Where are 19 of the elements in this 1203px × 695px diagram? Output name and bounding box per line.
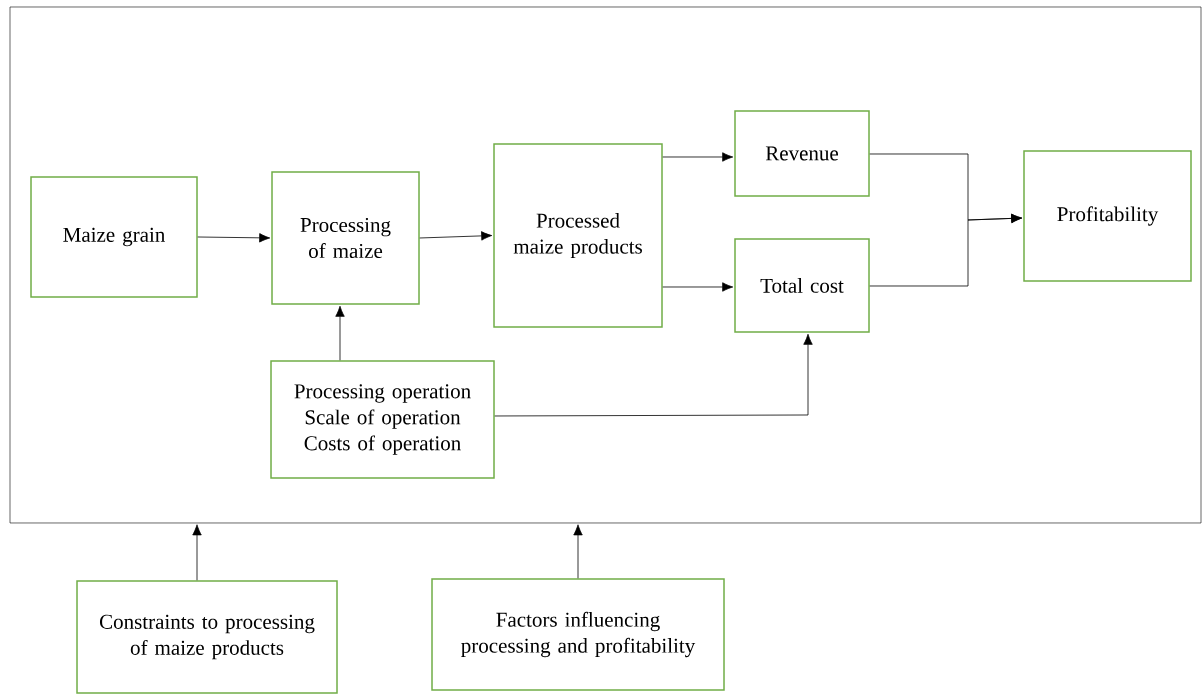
process-box: Maize grain [30,176,198,298]
process-box: Constraints to processing of maize products [76,580,338,694]
arrow [662,152,734,162]
process-box: Profitability [1023,150,1192,282]
arrow [192,524,202,581]
arrow [869,213,1023,287]
process-box: Processing operation Scale of operation Costs of operation [270,360,495,479]
process-box: Processed maize products [493,143,663,328]
arrow [335,305,345,361]
arrow [419,231,493,241]
arrow [197,233,271,243]
process-box: Total cost [734,238,870,333]
process-box: Processing of maize [271,171,420,305]
arrow [573,524,583,579]
process-box: Factors influencing processing and profitability [431,578,725,691]
frame-box [9,6,1202,524]
process-box: Revenue [734,110,870,197]
arrow [662,282,734,292]
arrow [494,333,813,417]
